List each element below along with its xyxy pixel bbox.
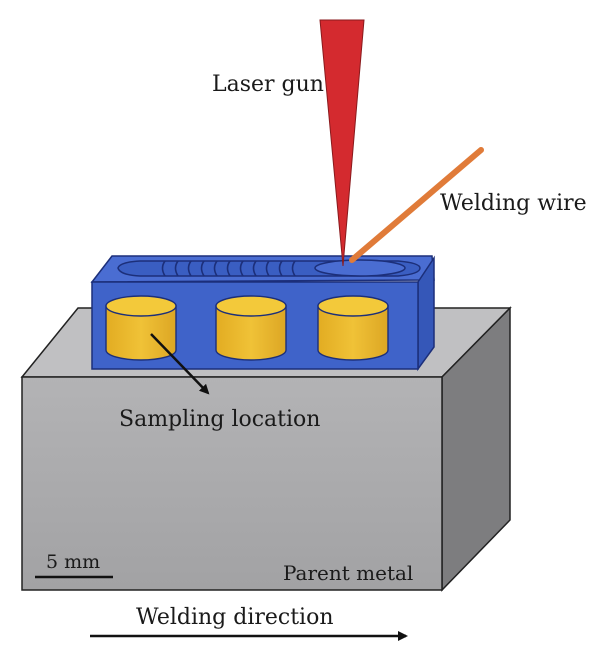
welding-wire: [349, 147, 484, 263]
parent-metal-front-face: [21, 376, 443, 591]
sampling-location-label: Sampling location: [119, 407, 321, 432]
sample-cylinder-3: [317, 295, 389, 361]
welding-wire-label: Welding wire: [440, 191, 587, 216]
parent-metal-label: Parent metal: [283, 561, 414, 585]
sample-cylinder-2: [215, 295, 287, 361]
weld-bead-block: [90, 255, 435, 372]
sampling-location-arrow: [150, 333, 210, 395]
welding-direction-label: Welding direction: [136, 605, 334, 630]
sample-cylinder-1: [105, 295, 177, 361]
melt-pool: [314, 259, 406, 277]
weld-ripples: [161, 260, 296, 277]
laser-beam: [319, 19, 365, 267]
scale-bar-label: 5 mm: [46, 551, 101, 573]
laser-gun-label: Laser gun: [212, 72, 324, 97]
